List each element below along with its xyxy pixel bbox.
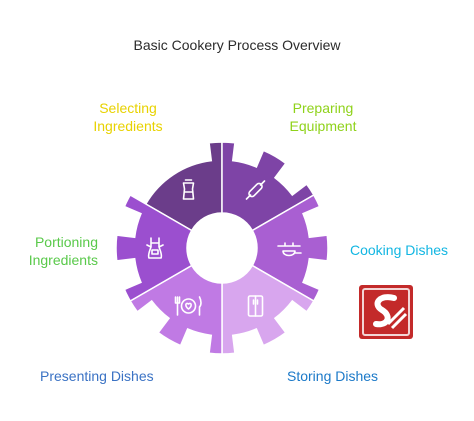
label-cooking: Cooking Dishes xyxy=(350,241,448,259)
gear-segment-presenting xyxy=(129,264,223,355)
refrigerator-icon xyxy=(247,295,264,317)
label-selecting: Selecting Ingredients xyxy=(68,99,188,135)
gear-segment-portioning xyxy=(115,193,193,303)
s-logo-icon xyxy=(359,285,413,339)
label-portioning-line1: Portioning xyxy=(34,234,98,250)
plate-cutlery-icon xyxy=(174,296,202,316)
label-presenting: Presenting Dishes xyxy=(40,367,154,385)
gear-segment-cooking xyxy=(251,193,329,303)
pepper-grinder-icon xyxy=(182,179,195,200)
label-selecting-line2: Ingredients xyxy=(93,118,163,134)
label-selecting-line1: Selecting xyxy=(99,100,157,116)
rolling-pin-icon xyxy=(245,180,266,200)
stovetop-pan-icon xyxy=(277,242,302,257)
gear-segment-storing xyxy=(221,264,315,355)
label-preparing-line1: Preparing xyxy=(292,100,354,116)
label-portioning: Portioning Ingredients xyxy=(6,233,98,269)
label-storing: Storing Dishes xyxy=(287,367,378,385)
label-preparing-line2: Equipment xyxy=(289,118,357,134)
label-cooking-line1: Cooking Dishes xyxy=(350,242,449,258)
label-preparing: Preparing Equipment xyxy=(263,99,383,135)
diagram-title: Basic Cookery Process Overview xyxy=(133,37,341,53)
gear-segment-preparing xyxy=(221,141,315,232)
label-portioning-line2: Ingredients xyxy=(28,252,98,268)
label-storing-line1: Storing Dishes xyxy=(287,368,379,384)
label-presenting-line1: Presenting Dishes xyxy=(40,368,154,384)
apron-icon xyxy=(146,237,164,259)
